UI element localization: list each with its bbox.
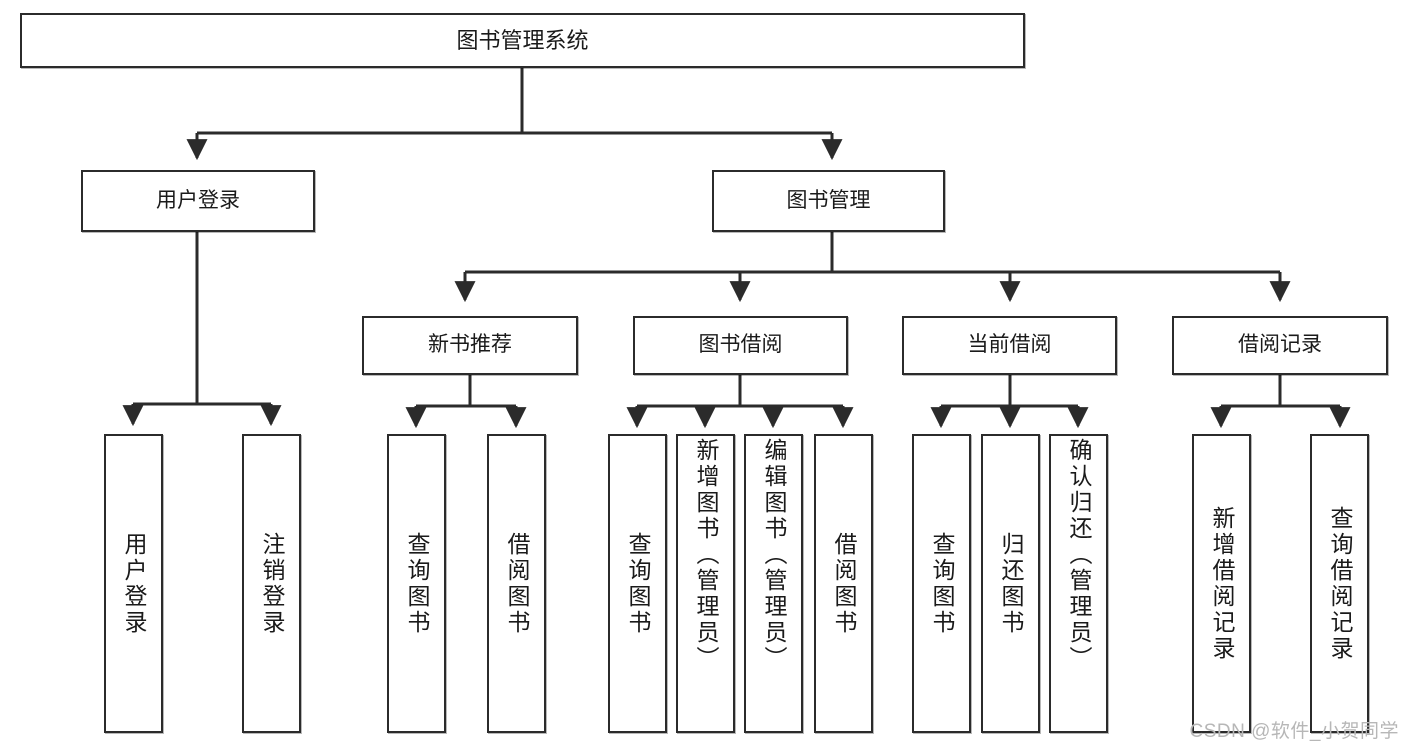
leaf-current-confirm-return-admin[interactable]: 确认归还（管理员） [1049,434,1108,733]
node-book-borrow[interactable]: 图书借阅 [633,316,848,375]
leaf-record-add-record[interactable]: 新增借阅记录 [1192,434,1251,733]
node-new-book-recommend[interactable]: 新书推荐 [362,316,578,375]
node-borrow-record[interactable]: 借阅记录 [1172,316,1388,375]
node-label: 归还图书 [998,531,1024,636]
leaf-user-login-signout[interactable]: 注销登录 [242,434,301,733]
node-label: 借阅图书 [831,531,857,636]
csdn-watermark: CSDN @软件_小贺同学 [1189,721,1399,742]
node-label: 图书管理 [786,188,871,212]
node-root-book-management-system[interactable]: 图书管理系统 [20,13,1025,68]
leaf-current-return-book[interactable]: 归还图书 [981,434,1040,733]
leaf-recommend-query-book[interactable]: 查询图书 [387,434,446,733]
node-label: 图书管理系统 [456,27,589,53]
node-book-management[interactable]: 图书管理 [712,170,945,232]
node-label: 查询图书 [404,531,430,636]
leaf-recommend-borrow-book[interactable]: 借阅图书 [487,434,546,733]
node-label: 当前借阅 [967,333,1052,357]
node-label: 用户登录 [156,188,240,212]
leaf-borrow-query-book[interactable]: 查询图书 [608,434,667,733]
leaf-record-query-record[interactable]: 查询借阅记录 [1310,434,1369,733]
node-label: 新增借阅记录 [1209,505,1235,662]
node-label: 借阅记录 [1238,333,1322,357]
leaf-borrow-edit-book-admin[interactable]: 编辑图书（管理员） [744,434,803,733]
node-label: 新增图书（管理员） [693,438,719,672]
node-current-borrow[interactable]: 当前借阅 [902,316,1117,375]
node-label: 编辑图书（管理员） [761,438,787,672]
leaf-borrow-borrow-book[interactable]: 借阅图书 [814,434,873,733]
node-label: 新书推荐 [428,333,512,357]
node-label: 图书借阅 [698,333,783,357]
node-user-login[interactable]: 用户登录 [81,170,315,232]
node-label: 查询图书 [929,531,955,636]
node-label: 查询借阅记录 [1327,505,1353,662]
node-label: 确认归还（管理员） [1066,438,1092,672]
node-label: 查询图书 [625,531,651,636]
node-label: 借阅图书 [504,531,530,636]
leaf-borrow-add-book-admin[interactable]: 新增图书（管理员） [676,434,735,733]
leaf-current-query-book[interactable]: 查询图书 [912,434,971,733]
node-label: 注销登录 [259,531,285,636]
node-label: 用户登录 [121,531,147,636]
leaf-user-login-signin[interactable]: 用户登录 [104,434,163,733]
